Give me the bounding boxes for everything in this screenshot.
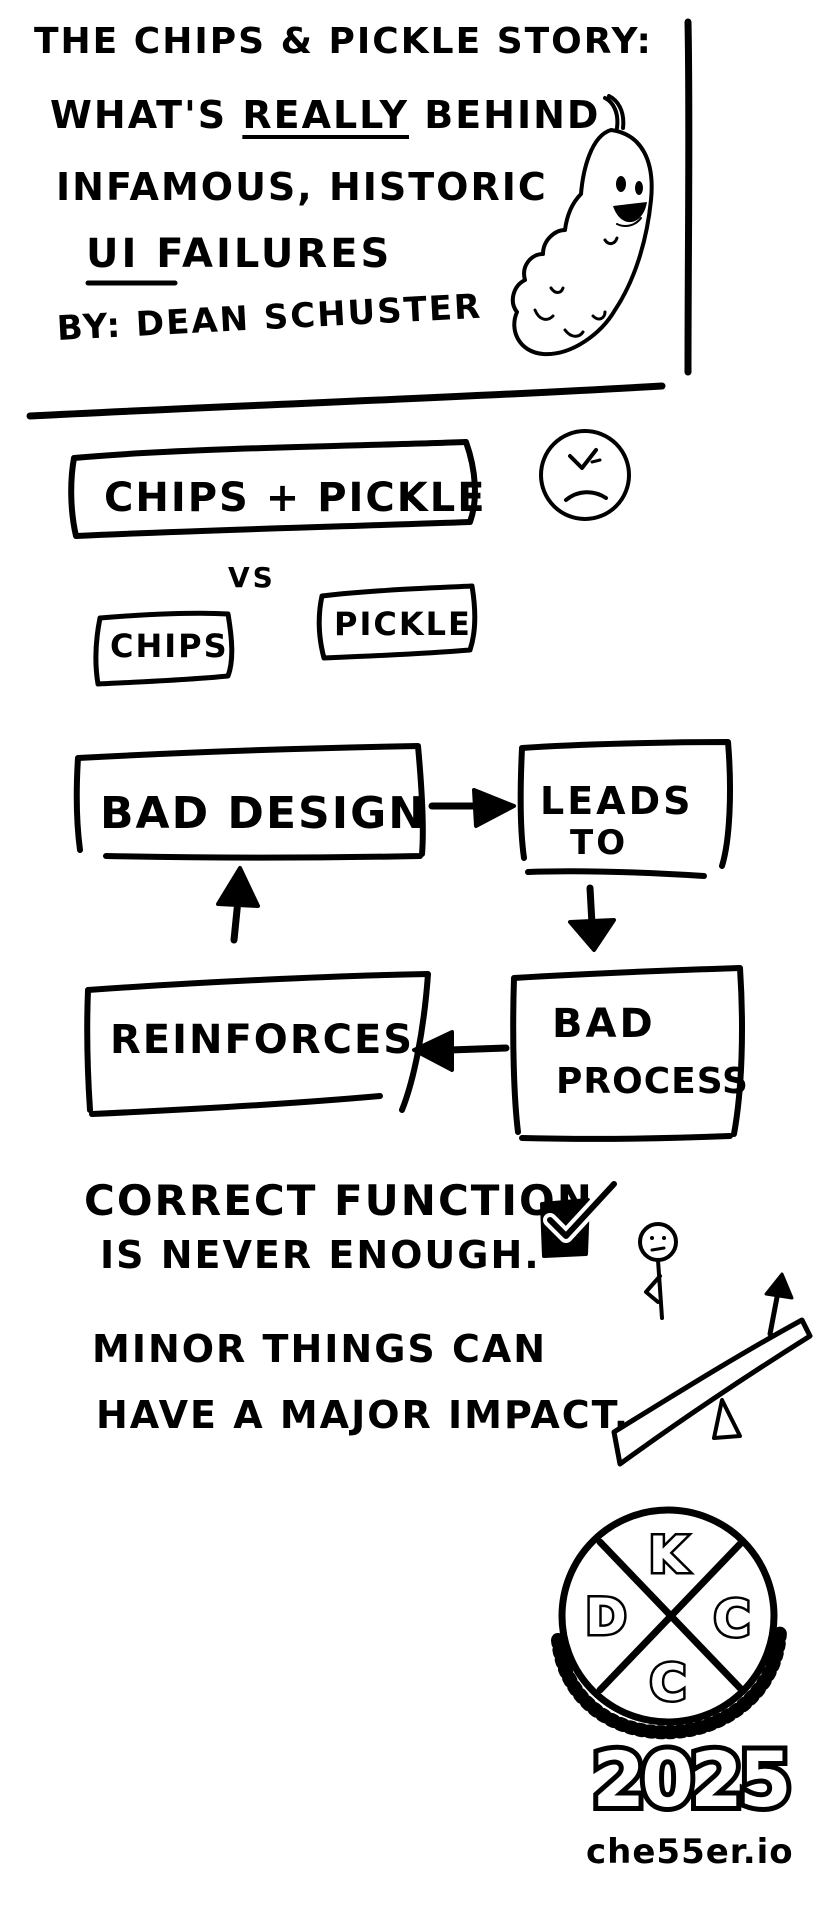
svg-text:2025: 2025	[592, 1735, 788, 1824]
pickle-box	[316, 583, 478, 661]
chips-plus-pickle-box	[68, 439, 478, 539]
title-line-1: The Chips & Pickle Story:	[34, 21, 653, 62]
chips-plus-pickle-label: Chips + Pickle	[104, 475, 487, 521]
frowning-face-icon	[539, 429, 631, 521]
checkbox-checked-icon	[540, 1177, 621, 1258]
logo-letter-c-bottom: C	[650, 1654, 687, 1712]
correct-function-line-2: is never enough.	[100, 1233, 541, 1277]
title-line-3: Infamous, Historic	[56, 165, 548, 209]
leads-to-label-line-2: To	[570, 823, 629, 863]
title-line-2-suffix: Behind	[409, 93, 601, 137]
logo-letter-d: D	[585, 1588, 627, 1646]
bad-design-label: Bad Design	[100, 788, 428, 839]
pickle-character-icon	[510, 94, 654, 357]
reinforces-label: Reinforces	[110, 1017, 415, 1063]
correct-function-line-1: Correct Function	[84, 1176, 594, 1225]
chips-box	[93, 610, 235, 687]
site-url: che55er.io	[586, 1832, 794, 1872]
title-line-4: UI Failures	[86, 231, 393, 277]
title-frame	[26, 18, 693, 420]
title-line-2-prefix: What's	[50, 93, 243, 137]
chips-label: Chips	[110, 627, 229, 665]
seesaw-icon	[611, 1272, 813, 1467]
minor-things-line-2: have a major impact.	[96, 1393, 631, 1437]
kcdc-logo-icon: K D C C	[551, 1506, 787, 1740]
logo-letter-k: K	[649, 1526, 690, 1584]
cycle-diagram-lines	[73, 739, 745, 1142]
logo-year: 2025	[587, 1730, 797, 1829]
leads-to-label-line-1: Leads	[540, 779, 694, 823]
bad-process-label-line-1: Bad	[552, 1001, 656, 1047]
title-line-2: What's Really Behind	[50, 96, 600, 134]
pickle-label: Pickle	[334, 605, 472, 643]
minor-things-line-1: Minor things can	[92, 1327, 548, 1371]
title-emphasis-really: Really	[242, 93, 409, 137]
stick-figure-icon	[638, 1222, 678, 1320]
bad-process-label-line-2: Process	[556, 1061, 749, 1102]
vs-label: vs	[228, 561, 276, 594]
logo-letter-c-right: C	[714, 1590, 751, 1648]
